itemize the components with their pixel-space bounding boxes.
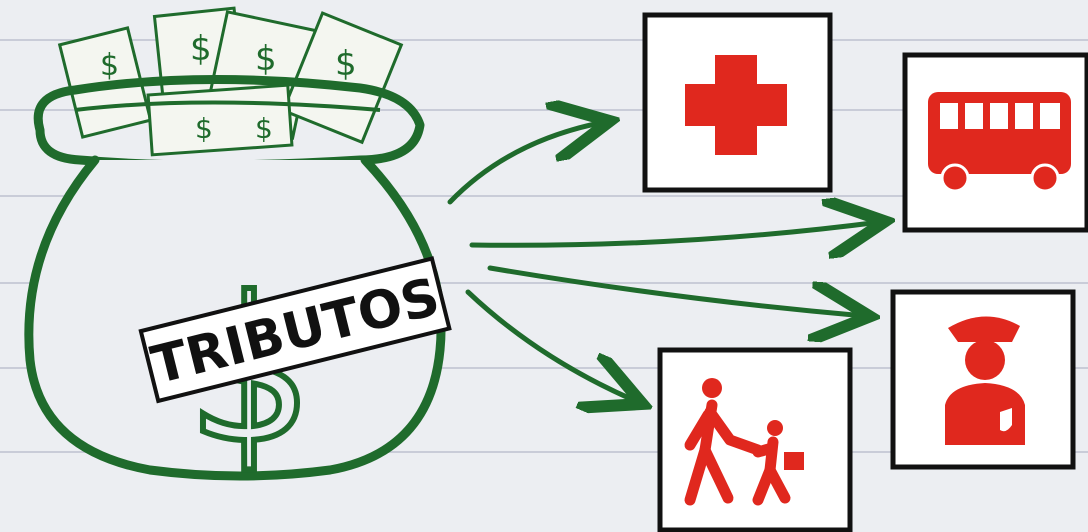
health-box <box>645 15 830 190</box>
svg-text:$: $ <box>190 29 212 69</box>
svg-text:$: $ <box>255 112 273 145</box>
education-box <box>660 350 850 530</box>
svg-text:$: $ <box>100 48 119 83</box>
transport-box <box>905 55 1087 230</box>
svg-text:$: $ <box>335 44 357 84</box>
money-bag-icon: $ $ $ $ $ $ $ TRIBUTOS <box>29 8 450 488</box>
security-box <box>893 292 1073 467</box>
svg-text:$: $ <box>255 39 277 79</box>
svg-text:$: $ <box>195 112 213 145</box>
